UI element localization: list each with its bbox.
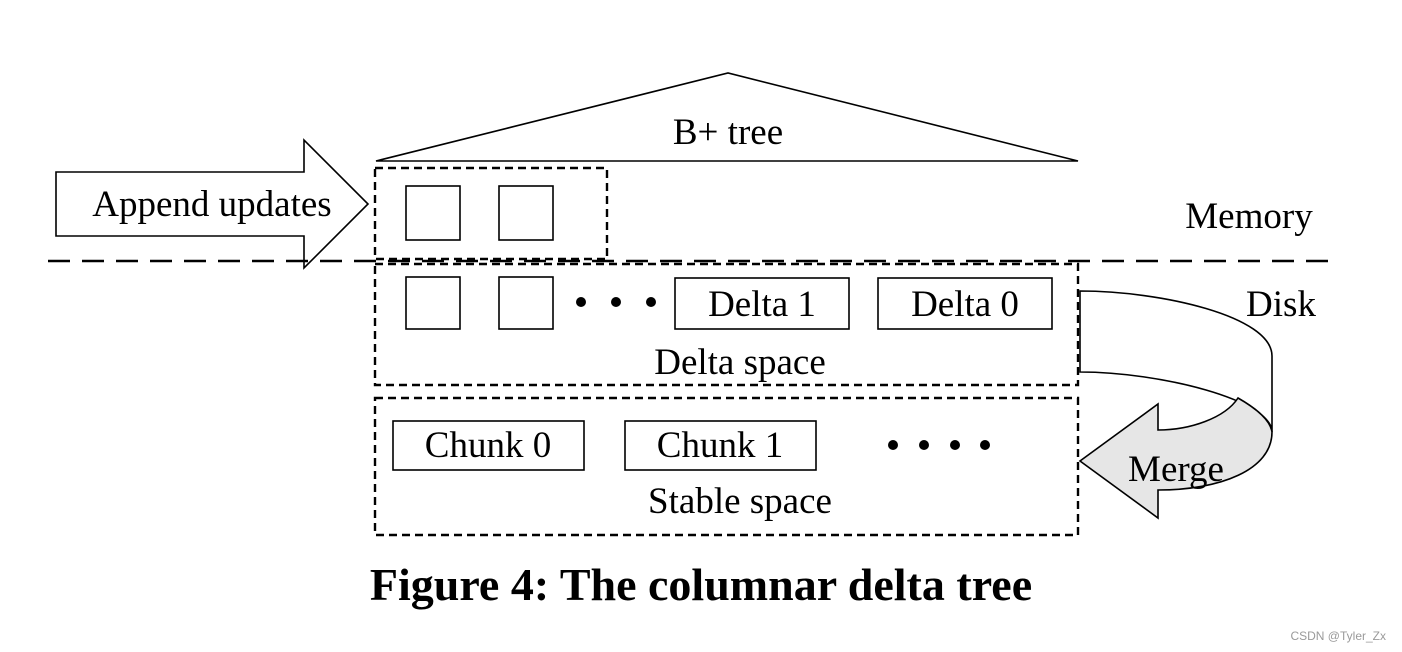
memory-buffer	[373, 166, 609, 261]
ellipsis-dot	[980, 440, 990, 450]
memory-block	[498, 185, 554, 241]
memory-label: Memory	[1185, 196, 1313, 237]
ellipsis-dot	[888, 440, 898, 450]
btree-triangle	[375, 72, 1079, 162]
delta-block	[405, 276, 461, 330]
delta-space-box	[373, 262, 1080, 387]
delta-1-label: Delta 1	[708, 284, 816, 325]
chunk-1-label: Chunk 1	[657, 425, 783, 466]
delta-0-label: Delta 0	[911, 284, 1019, 325]
disk-label: Disk	[1246, 284, 1316, 325]
btree-label: B+ tree	[673, 112, 783, 153]
delta-1-box	[674, 277, 850, 330]
chunk-0-box	[392, 420, 585, 471]
ellipsis-dot	[611, 297, 621, 307]
delta-block	[498, 276, 554, 330]
delta-space-label: Delta space	[654, 342, 826, 383]
chunk-1-box	[624, 420, 817, 471]
figure-caption: Figure 4: The columnar delta tree	[370, 559, 1032, 610]
ellipsis-dot	[576, 297, 586, 307]
memory-block	[405, 185, 461, 241]
stable-space-box	[373, 396, 1080, 537]
chunk-0-label: Chunk 0	[425, 425, 551, 466]
watermark: CSDN @Tyler_Zx	[1290, 629, 1386, 643]
ellipsis-dot	[950, 440, 960, 450]
stable-space-label: Stable space	[648, 481, 832, 522]
delta-0-box	[877, 277, 1053, 330]
merge-label: Merge	[1128, 449, 1224, 490]
append-label: Append updates	[92, 184, 331, 225]
merge-arrow-front	[1078, 396, 1273, 520]
ellipsis-dot	[646, 297, 656, 307]
append-arrow	[55, 138, 370, 270]
ellipsis-dot	[919, 440, 929, 450]
